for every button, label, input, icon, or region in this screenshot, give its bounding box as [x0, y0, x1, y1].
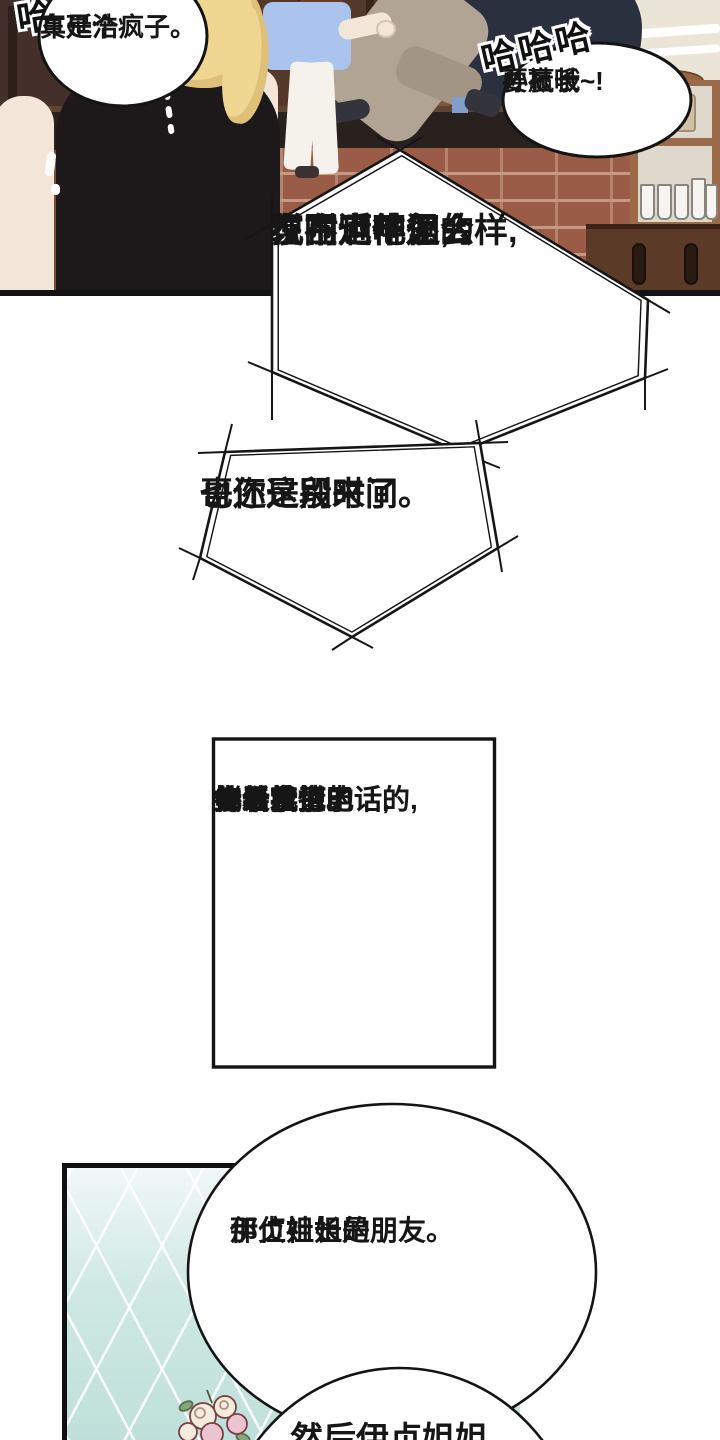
speech-line: 在附近徘徊, — [270, 212, 450, 250]
speech-bubble-left — [37, 0, 209, 108]
narration-line: 会给我打电话的, — [214, 784, 418, 815]
shelf-board — [630, 138, 720, 146]
speech-line: 说不定他还会 — [270, 212, 474, 250]
speech-line: 要赢哦~ — [502, 66, 596, 96]
speech-line: 真是个疯子。 — [40, 12, 197, 42]
action-dash — [51, 184, 60, 195]
blonde-woman-arm — [0, 96, 54, 296]
drinking-glass — [657, 184, 672, 220]
speech-bubble-right — [501, 41, 693, 159]
narration-box — [211, 737, 497, 1069]
drinking-glass — [674, 184, 689, 220]
brown-haired-woman-blue-top — [263, 2, 351, 70]
speech-line: 哥你这段时间 — [200, 475, 398, 512]
flower-cluster — [178, 1389, 251, 1440]
cabinet-handle — [632, 243, 646, 285]
door-panel-line — [8, 6, 17, 118]
narration-line: 电话挂了。 — [214, 784, 355, 815]
brown-haired-woman-hand — [376, 20, 396, 38]
narration-line: 接着就把 — [214, 784, 327, 815]
hex-bubble-1 — [243, 135, 671, 469]
speech-line: 伊贞姐姐的朋友。 — [230, 1215, 455, 1246]
shoe — [295, 166, 319, 178]
bubble-main — [186, 1102, 598, 1440]
speech-line: 孙社长~! — [502, 66, 604, 96]
drinking-glass — [705, 184, 718, 220]
bubble-partial — [256, 1366, 544, 1440]
speech-line: 然后伊贞姐姐 — [290, 1420, 488, 1440]
speech-line: 那位社长是 — [230, 1215, 371, 1246]
speech-line: 车延浩 — [40, 12, 119, 42]
narration-line: 鲜于京说 — [214, 784, 327, 815]
cabinet-handle — [684, 243, 698, 285]
speech-line: 也还是别来了。 — [200, 475, 431, 512]
narration-line: 什么事情的话, — [214, 784, 390, 815]
drinking-glass — [640, 184, 655, 220]
hex-bubble-2 — [178, 419, 519, 651]
speech-line: 氛围也不怎么样, — [270, 212, 518, 250]
narration-line: 如果发生了 — [214, 784, 355, 815]
speech-line: 现在酒吧里的 — [270, 212, 474, 250]
